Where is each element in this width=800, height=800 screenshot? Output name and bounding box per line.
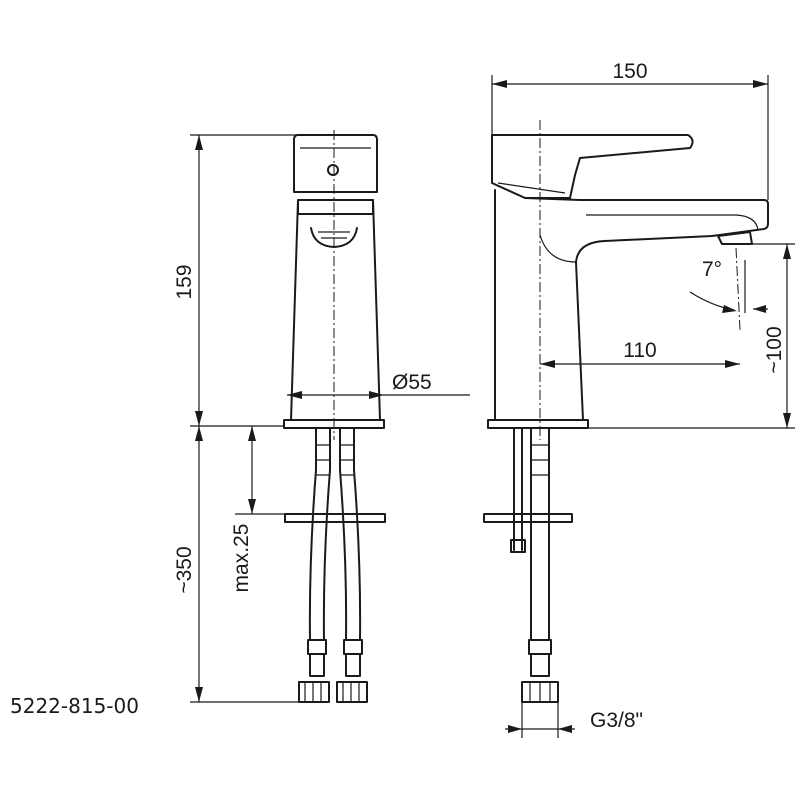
side-body [494, 189, 769, 421]
dim-diameter-55: Ø55 [392, 371, 432, 394]
front-cartridge [297, 199, 374, 215]
front-washer [284, 513, 386, 523]
dim-thread: G3/8" [590, 709, 643, 732]
dim-350: ~350 [173, 546, 196, 593]
front-body [290, 199, 381, 421]
dim-max25: max.25 [230, 524, 253, 593]
dim-angle-7: 7° [702, 258, 722, 281]
front-handle-hole [327, 164, 339, 176]
side-base [487, 419, 589, 429]
dim-100: ~100 [763, 326, 786, 373]
front-left-nut [298, 681, 330, 703]
side-dimensions: 150 110 ~100 7° G3/8" [491, 60, 795, 738]
side-handle [491, 134, 694, 199]
dim-159: 159 [173, 264, 196, 299]
part-number: 5222-815-00 [10, 694, 139, 718]
dim-110: 110 [623, 339, 656, 362]
side-view [487, 120, 769, 440]
front-handle [293, 134, 378, 193]
side-hoses [483, 427, 573, 703]
front-dimensions: 159 ~350 max.25 Ø55 [173, 134, 470, 703]
front-view [283, 130, 385, 440]
side-washer [483, 513, 573, 523]
front-hoses [284, 427, 386, 703]
dim-150: 150 [612, 60, 647, 83]
front-right-nut [336, 681, 368, 703]
